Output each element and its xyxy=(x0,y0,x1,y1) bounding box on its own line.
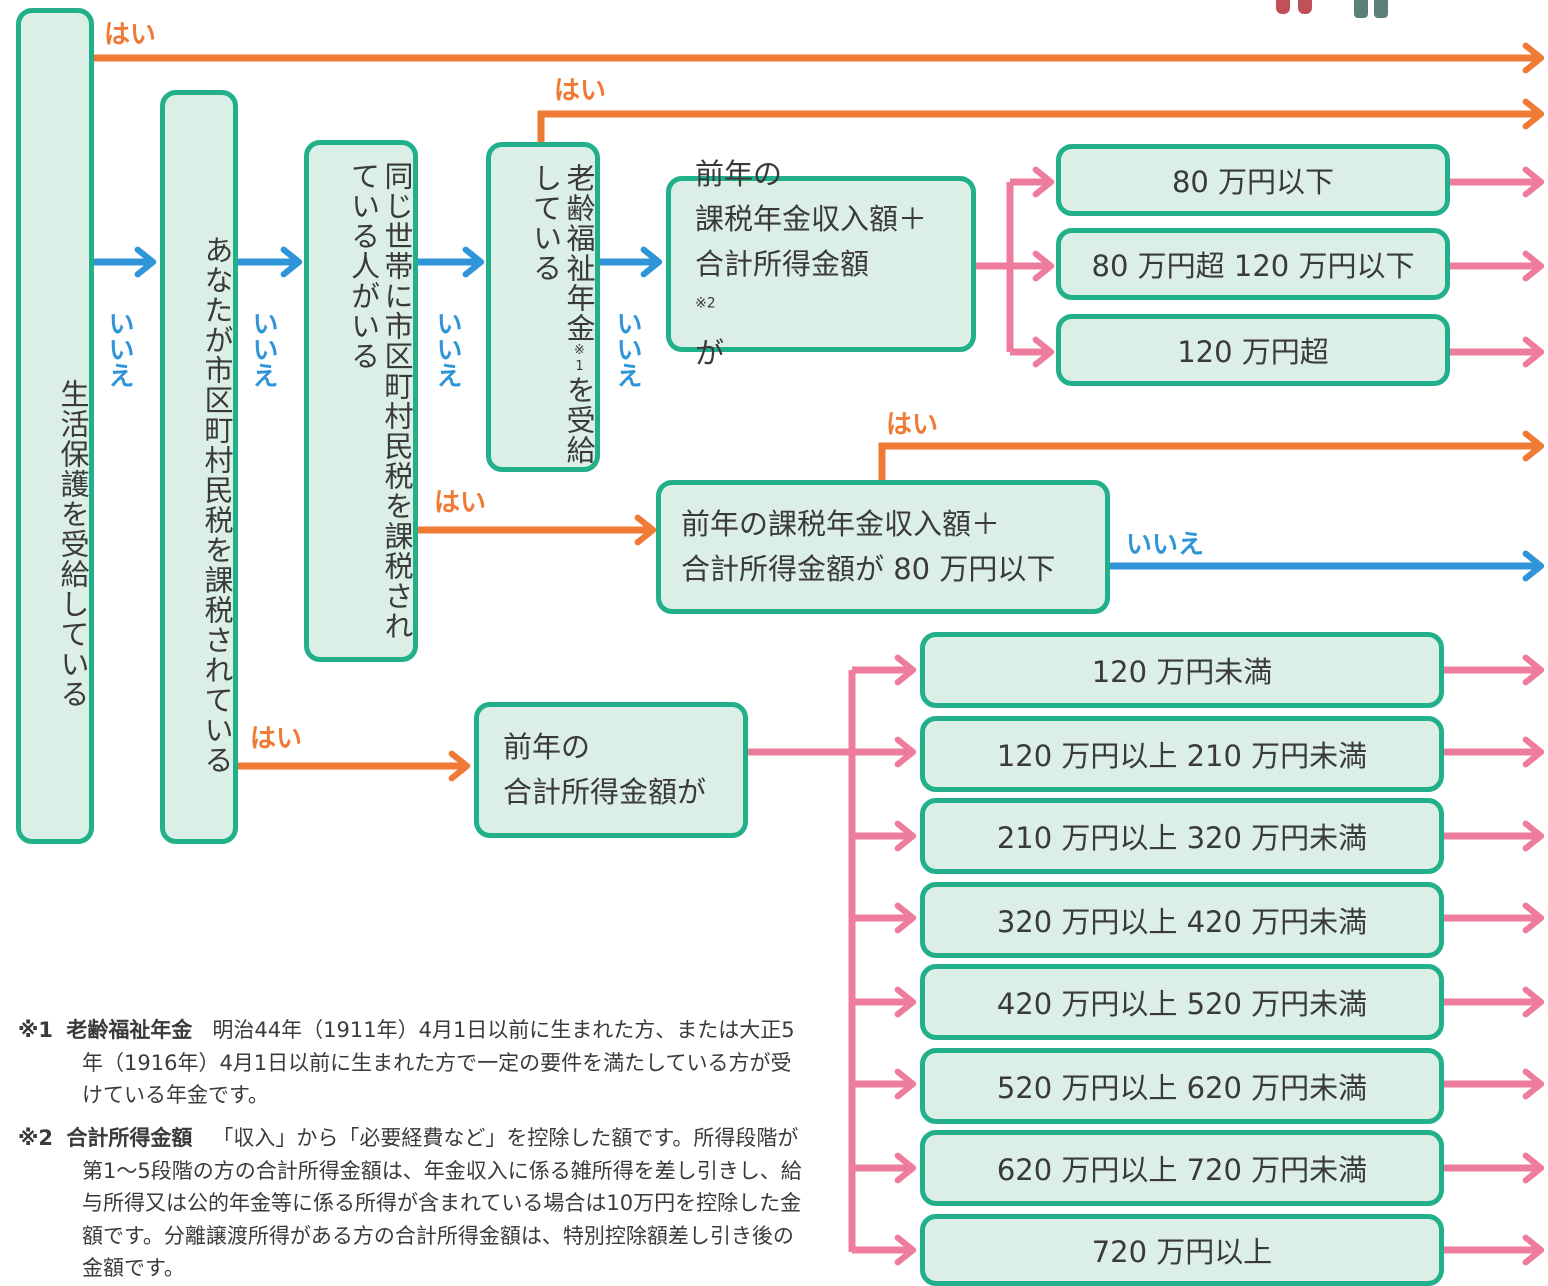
branch-q7 xyxy=(746,670,856,1252)
bracket-b-8: 720 万円以上 xyxy=(920,1214,1444,1286)
label-yes-q4: はい xyxy=(554,76,607,106)
question-welfare: 生活保護を受給している xyxy=(16,8,94,844)
footnote-2-title: 合計所得金額 xyxy=(66,1126,193,1150)
question-old-age-pension: 老齢福祉年金※1を受給している xyxy=(486,142,600,472)
label-yes-q1: はい xyxy=(104,20,157,50)
bracket-b-4: 320 万円以上 420 万円未満 xyxy=(920,882,1444,958)
label-yes-q6: はい xyxy=(886,410,939,440)
bracket-b-3: 210 万円以上 320 万円未満 xyxy=(920,798,1444,874)
note-ref-2: ※2 xyxy=(695,295,716,312)
note-ref-1: ※1 xyxy=(572,343,587,375)
label-no-q1: いいえ xyxy=(104,310,134,388)
footnote-1-text: 明治44年（1911年）4月1日以前に生まれた方、または大正5年（1916年）4… xyxy=(82,1018,795,1108)
q6-line1: 前年の課税年金収入額＋ xyxy=(681,507,1001,542)
question-self-taxed: あなたが市区町村民税を課税されている xyxy=(160,90,238,844)
question-income-80: 前年の課税年金収入額＋ 合計所得金額が 80 万円以下 xyxy=(656,480,1110,614)
bracket-b-6: 520 万円以上 620 万円未満 xyxy=(920,1048,1444,1124)
footnote-2: ※2 合計所得金額 「収入」から「必要経費など」を控除した額です。所得段階が第1… xyxy=(18,1122,808,1285)
character-illustration xyxy=(1270,0,1410,20)
label-yes-q3: はい xyxy=(434,488,487,518)
bracket-b-5: 420 万円以上 520 万円未満 xyxy=(920,964,1444,1040)
footnote-2-text: 「収入」から「必要経費など」を控除した額です。所得段階が第1～5段階の方の合計所… xyxy=(82,1126,802,1281)
label-no-q6: いいえ xyxy=(1126,530,1205,560)
pension-name: 老齢福祉年金 xyxy=(562,163,596,343)
bracket-b-7: 620 万円以上 720 万円未満 xyxy=(920,1130,1444,1206)
q7-line2: 合計所得金額が xyxy=(503,775,707,809)
bracket-a-3: 120 万円超 xyxy=(1056,314,1450,386)
footnote-2-mark: ※2 xyxy=(18,1126,54,1150)
bracket-b-2: 120 万円以上 210 万円未満 xyxy=(920,716,1444,792)
bracket-a-1: 80 万円以下 xyxy=(1056,144,1450,216)
label-yes-q2: はい xyxy=(250,724,303,754)
question-household-taxed-text: 同じ世帯に市区町村民税を課税されている人がいる xyxy=(346,161,414,641)
question-old-age-pension-text: 老齢福祉年金※1を受給している xyxy=(528,163,596,467)
pension-tail: を受給している xyxy=(528,163,596,465)
bracket-b-1: 120 万円未満 xyxy=(920,632,1444,708)
question-total-income: 前年の 合計所得金額が xyxy=(474,702,748,838)
footnote-1: ※1 老齢福祉年金 明治44年（1911年）4月1日以前に生まれた方、または大正… xyxy=(18,1014,808,1112)
question-household-taxed: 同じ世帯に市区町村民税を課税されている人がいる xyxy=(304,140,418,662)
q7-line1: 前年の xyxy=(503,730,591,765)
bracket-a-2: 80 万円超 120 万円以下 xyxy=(1056,228,1450,300)
q6-line2: 合計所得金額が 80 万円以下 xyxy=(681,552,1056,586)
footnote-1-title: 老齢福祉年金 xyxy=(66,1018,193,1042)
q5-line2: 課税年金収入額＋ xyxy=(695,201,928,236)
arrow-q6-yes xyxy=(878,430,1545,482)
label-no-q3: いいえ xyxy=(432,310,462,388)
q5-line3: 合計所得金額※2 が xyxy=(695,246,870,371)
question-pension-income: 前年の 課税年金収入額＋ 合計所得金額※2 が xyxy=(666,157,976,370)
footnote-1-mark: ※1 xyxy=(18,1018,54,1042)
q5-line1: 前年の xyxy=(695,156,783,191)
arrow-q4-yes xyxy=(537,98,1545,144)
question-welfare-text: 生活保護を受給している xyxy=(56,379,90,709)
label-no-q4: いいえ xyxy=(612,310,642,388)
question-self-taxed-text: あなたが市区町村民税を課税されている xyxy=(200,235,234,775)
label-no-q2: いいえ xyxy=(248,310,278,388)
